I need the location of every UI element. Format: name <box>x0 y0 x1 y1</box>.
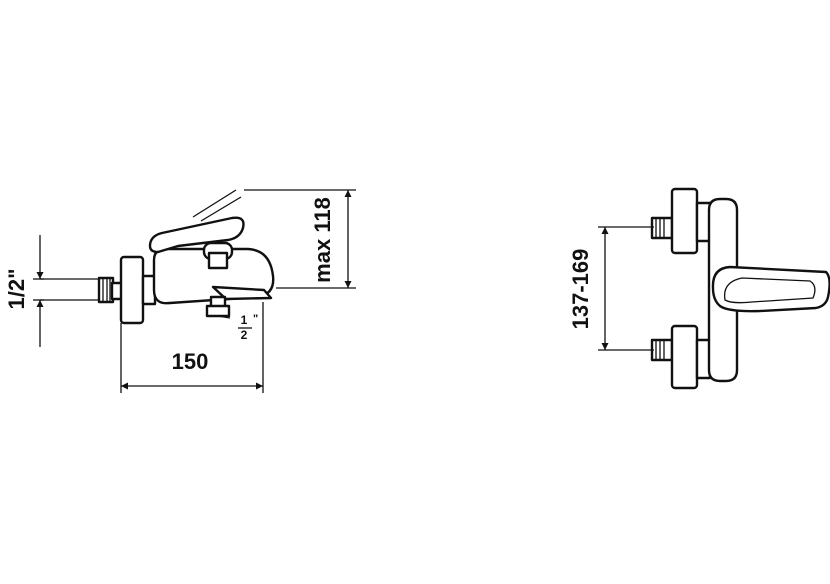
outlet-fraction-denominator: 2 <box>241 328 248 342</box>
diverter-knob <box>205 304 231 318</box>
center-distance-label: 137-169 <box>568 249 593 330</box>
lower-rosette <box>670 324 699 390</box>
cartridge-stem <box>207 251 229 270</box>
lever-open-line-1 <box>192 189 237 218</box>
upper-inlet-thread <box>650 216 674 240</box>
lever-handle <box>148 216 245 254</box>
side-view: 1/2" max 118 1 2 " 150 <box>4 189 356 393</box>
front-lever <box>711 265 830 313</box>
spout-tip <box>211 285 273 301</box>
front-view: 137-169 <box>568 187 830 390</box>
outlet-fraction-numerator: 1 <box>241 313 248 327</box>
wall-rosette <box>119 255 145 325</box>
lower-inlet-thread <box>650 338 674 362</box>
lever-open-line-2 <box>200 196 242 222</box>
projection-label: 150 <box>172 349 209 374</box>
upper-rosette <box>670 187 699 255</box>
front-lever-inner <box>723 277 816 304</box>
max-height-label: max 118 <box>310 197 335 283</box>
outlet-fraction-inch-mark: " <box>253 313 258 325</box>
pipe-size-label: 1/2" <box>4 268 29 309</box>
